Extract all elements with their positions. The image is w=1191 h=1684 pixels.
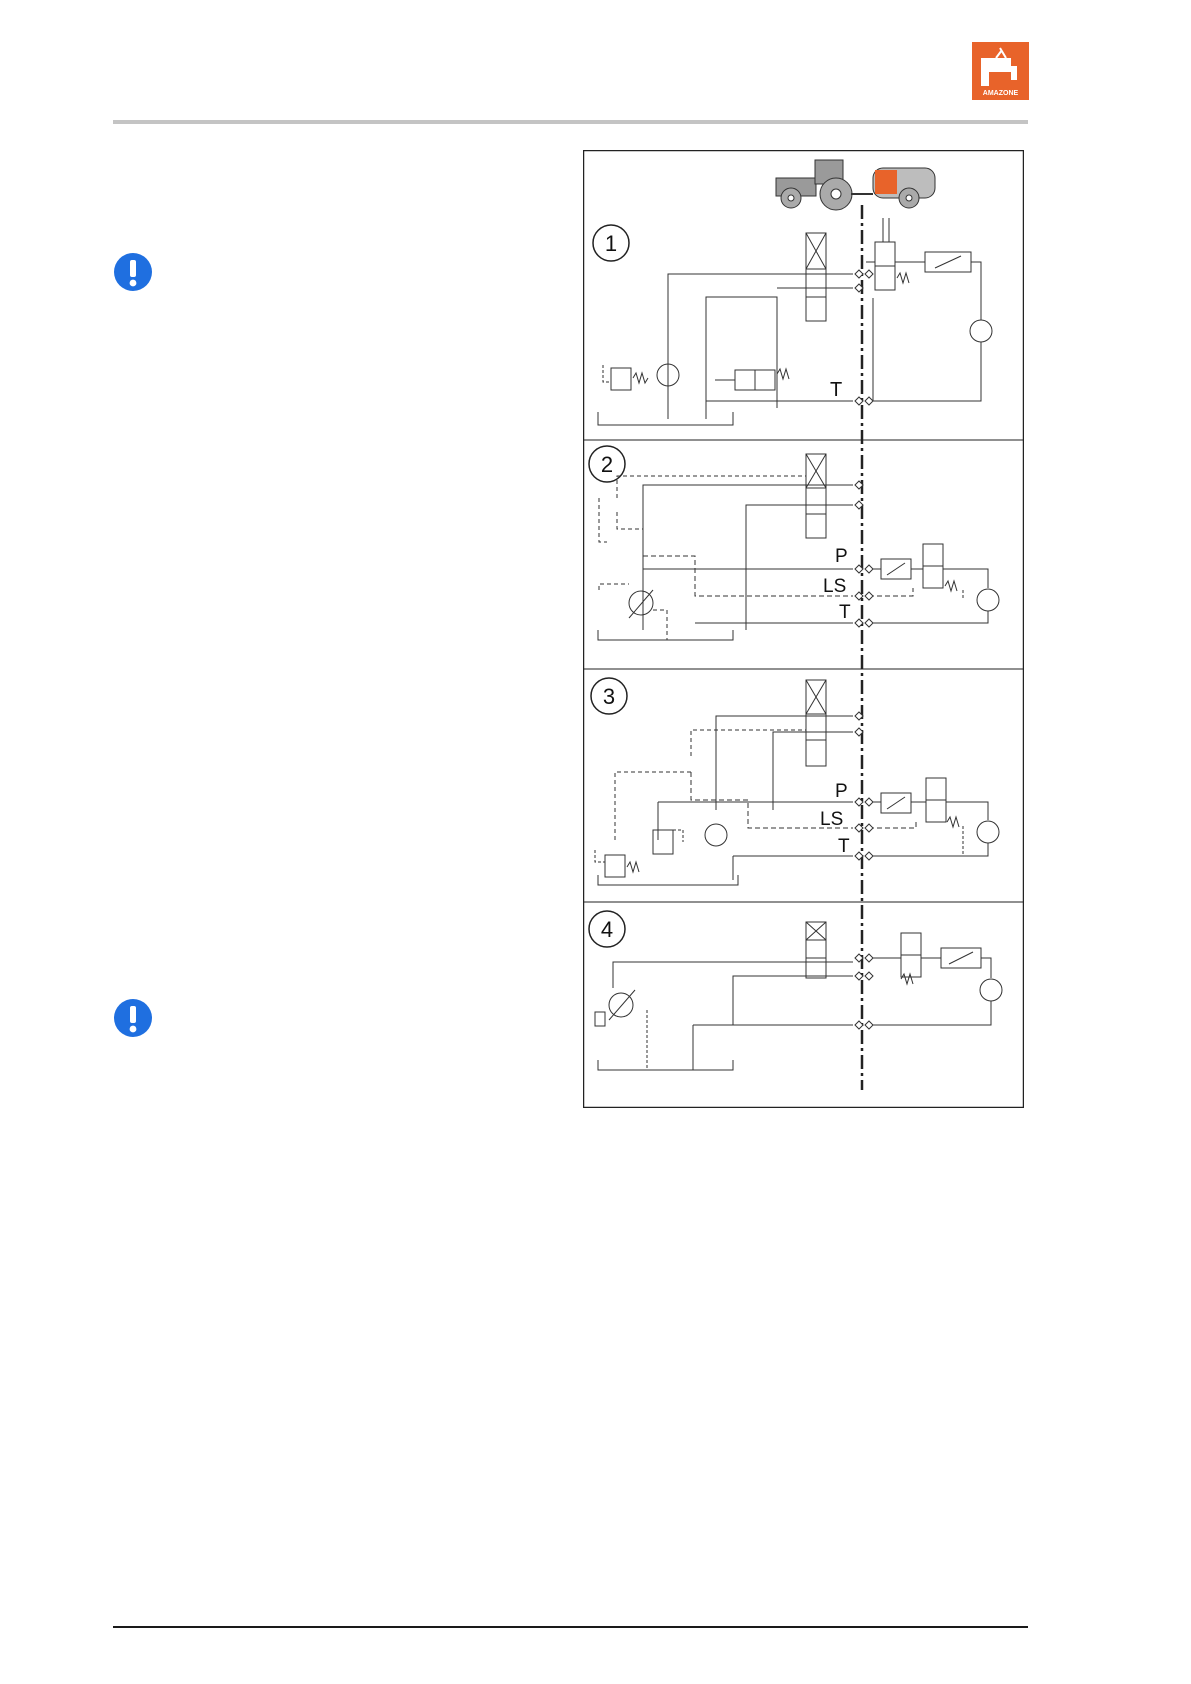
panel-number: 4	[601, 917, 613, 942]
footer-rule	[113, 1626, 1028, 1628]
panel-1: 1	[593, 218, 992, 425]
amazone-logo-icon: AMAZONE	[972, 42, 1029, 100]
port-label: P	[835, 546, 848, 567]
port-label: LS	[823, 576, 846, 597]
port-label: T	[839, 602, 851, 623]
panel-number: 3	[603, 684, 615, 709]
panel-number: 2	[601, 452, 613, 477]
tractor-with-trailer-icon	[776, 160, 935, 210]
info-exclamation-icon	[113, 252, 153, 292]
header-rule	[113, 120, 1028, 124]
port-label: T	[830, 379, 842, 401]
logo-text: AMAZONE	[983, 90, 1019, 97]
port-label: LS	[820, 809, 843, 830]
hydraulic-diagram: 1	[583, 150, 1024, 1108]
coupling-symbols	[855, 270, 873, 1029]
port-label: P	[835, 781, 848, 802]
info-exclamation-icon	[113, 998, 153, 1038]
panel-2: 2	[589, 446, 999, 640]
port-label: T	[838, 836, 850, 857]
panel-3: 3	[591, 678, 999, 885]
amazone-logo: AMAZONE	[972, 42, 1029, 100]
panel-number: 1	[605, 231, 617, 256]
panel-4: 4	[589, 911, 1002, 1070]
